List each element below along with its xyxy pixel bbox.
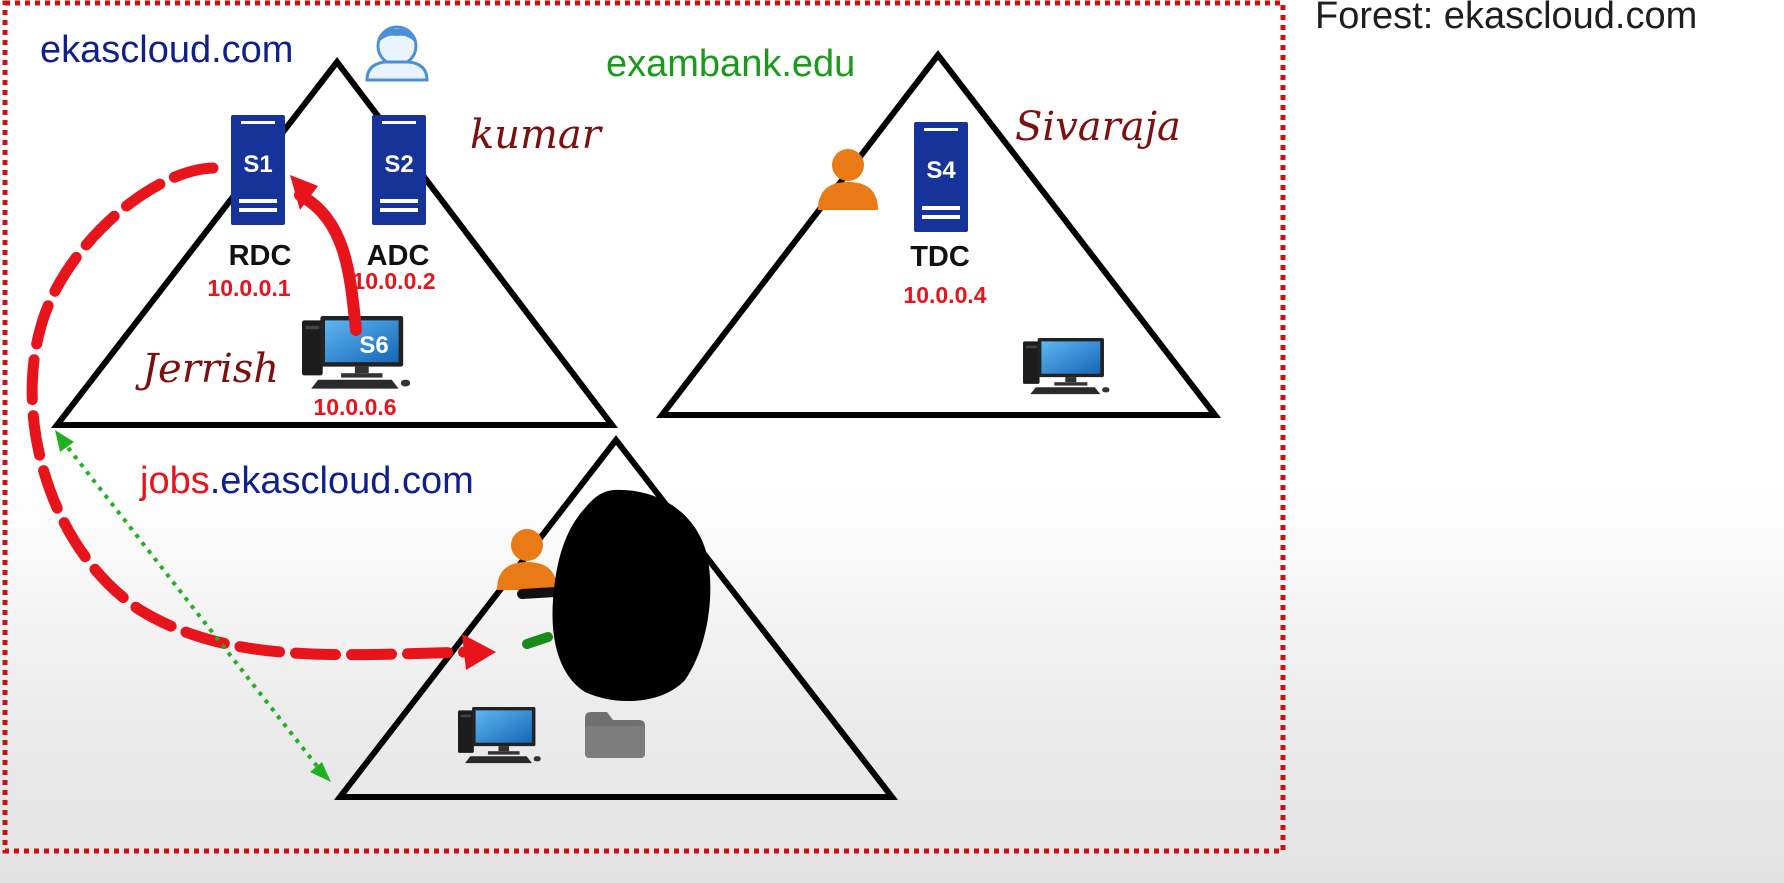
server-s2-label: S2: [384, 151, 413, 178]
domain-tree-exambank: [655, 50, 1222, 418]
domain-jobs-suffix: .ekascloud.com: [210, 460, 474, 502]
domain-tree-jobs: [333, 435, 899, 800]
server-s1-ip: 10.0.0.1: [207, 275, 290, 301]
green-mark: [522, 632, 553, 649]
user-exambank-icon: [818, 149, 878, 210]
server-s1-label: S1: [243, 151, 272, 178]
domain-exambank-label: exambank.edu: [606, 43, 855, 85]
user-jerrish-label: Jerrish: [135, 346, 279, 392]
trust-arrowhead-top: [55, 430, 74, 452]
server-s4-ip: 10.0.0.4: [903, 282, 986, 308]
red-dashed-arrowhead: [462, 634, 496, 670]
server-s2-ip: 10.0.0.2: [352, 268, 435, 294]
domain-jobs-label: jobs.ekascloud.com: [139, 460, 474, 502]
forest-boundary: [2, 0, 1286, 854]
server-s4-label: S4: [926, 157, 956, 184]
user-sivaraja-label: Sivaraja: [1015, 104, 1181, 150]
computer-s6-ip: 10.0.0.6: [313, 394, 396, 420]
server-s2-role: ADC: [367, 240, 430, 272]
domain-tree-ekascloud: [50, 57, 619, 428]
computer-jobs-icon: [458, 707, 541, 764]
server-s4-role: TDC: [910, 241, 970, 273]
domain-jobs-prefix: jobs: [139, 460, 210, 502]
forest-label: Forest: ekascloud.com: [1315, 0, 1697, 37]
arrow-mark: [517, 587, 560, 599]
domain-ekascloud-label: ekascloud.com: [40, 29, 293, 71]
red-solid-arrowhead: [290, 175, 318, 210]
user-jobs-icon: [497, 529, 557, 590]
red-solid-arrow: [294, 189, 362, 336]
server-s1-role: RDC: [229, 240, 292, 272]
red-dashed-arrow: [26, 162, 476, 661]
trust-arrowhead-bottom: [310, 762, 331, 782]
user-outline-icon: [365, 25, 429, 82]
user-kumar-label: kumar: [470, 112, 604, 158]
computer-exambank-icon: [1023, 338, 1110, 395]
folder-icon: [585, 712, 645, 758]
redaction-blob: [552, 489, 711, 702]
computer-s6-label: S6: [359, 332, 388, 359]
